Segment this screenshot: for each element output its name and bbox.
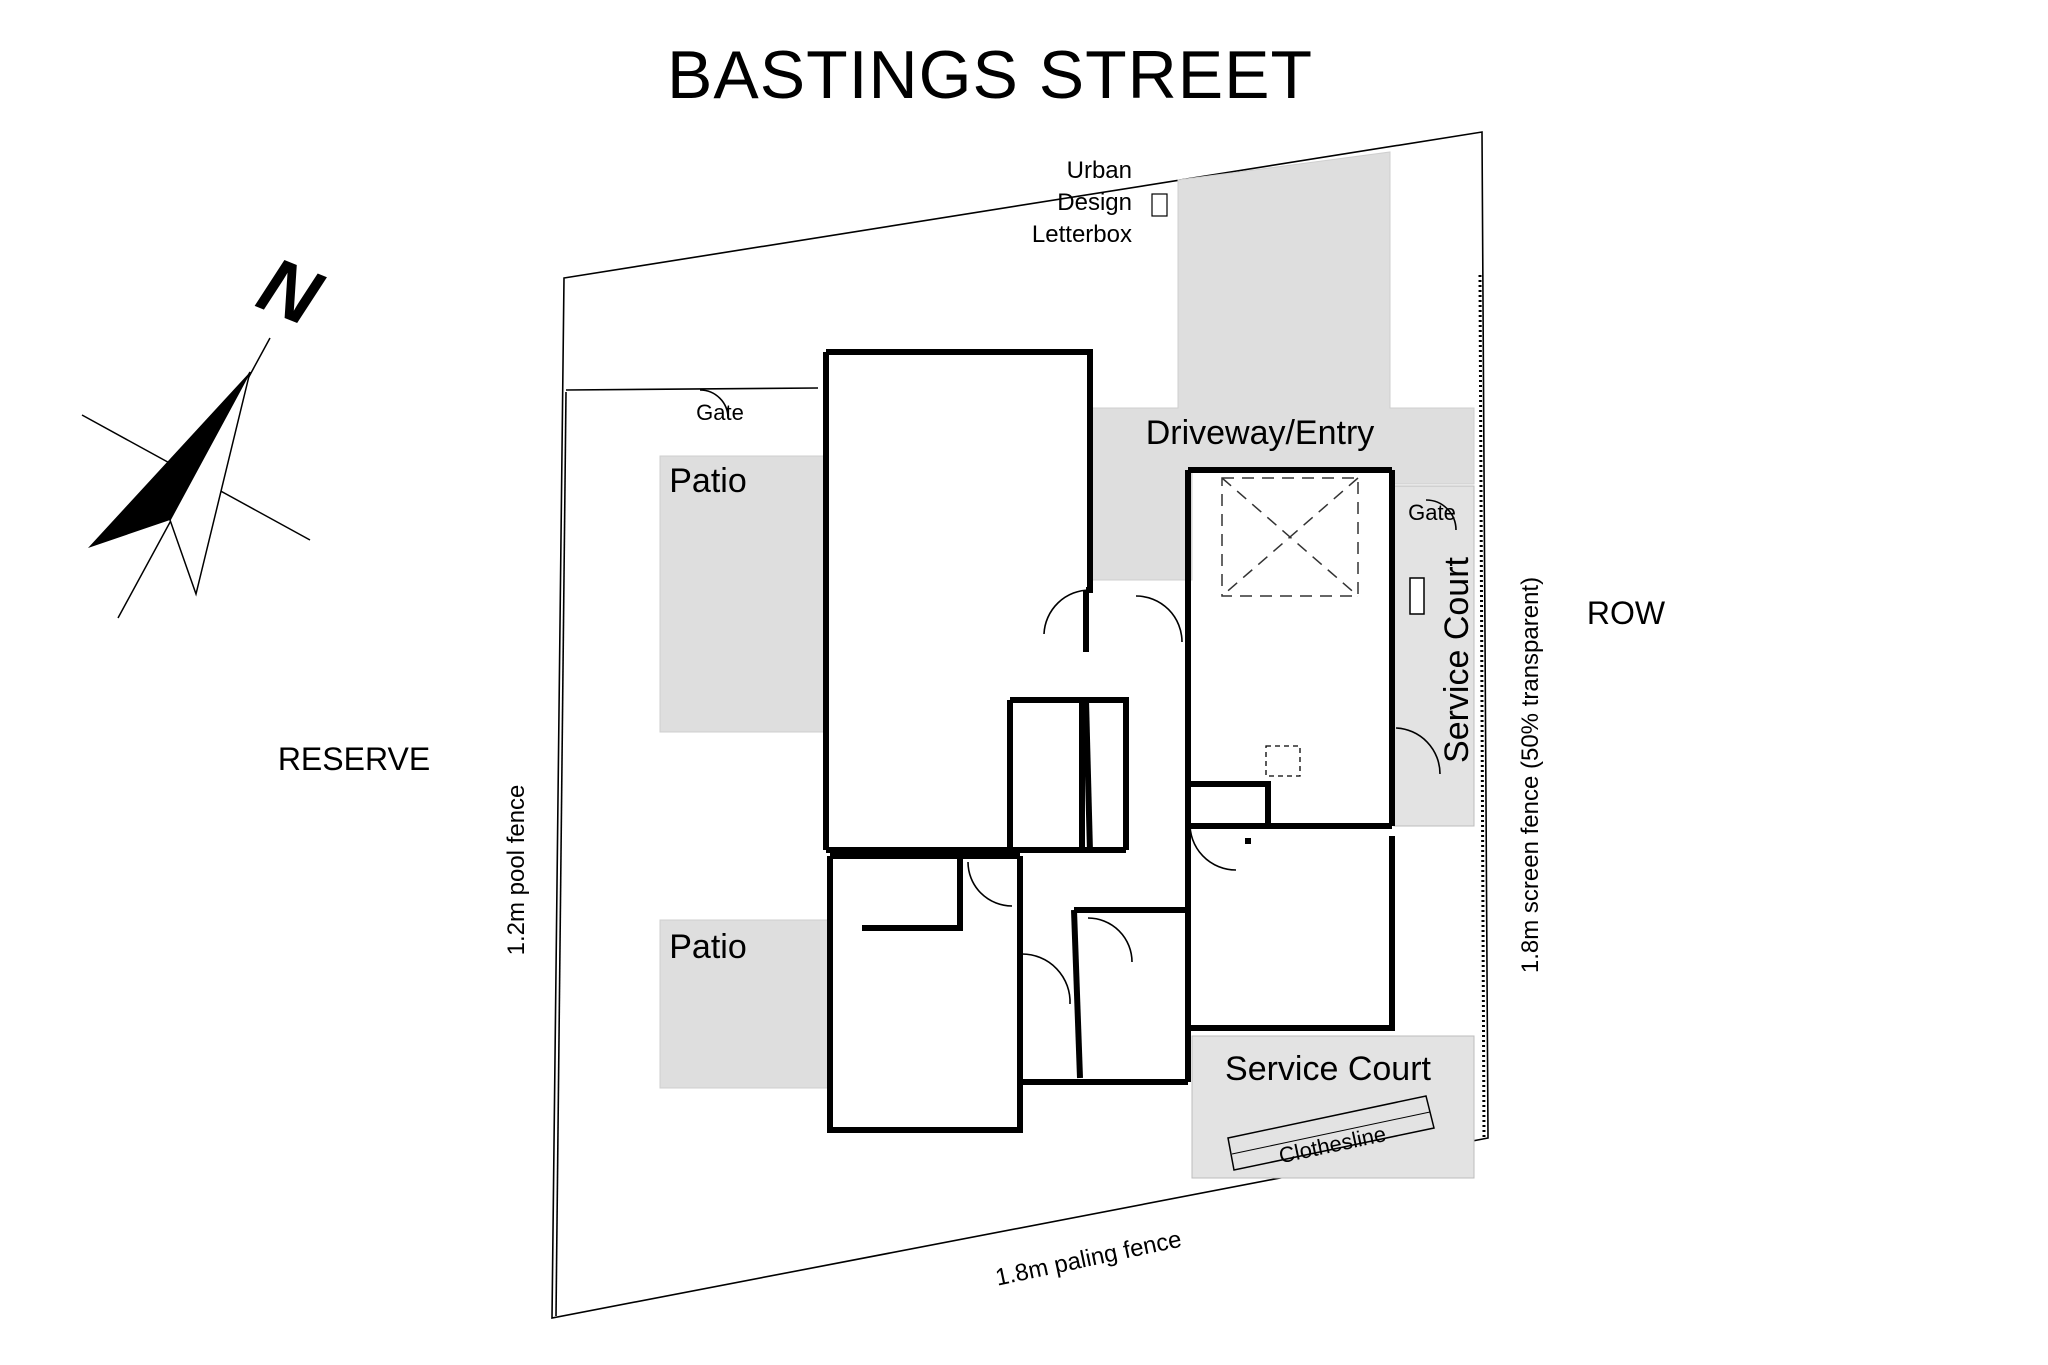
patio-bottom-area bbox=[659, 919, 829, 1089]
service-court-rear-label: Service Court bbox=[1225, 1050, 1432, 1088]
door-swing-5 bbox=[1021, 953, 1071, 1005]
door-swing-1 bbox=[1043, 589, 1091, 635]
letterbox-label-1: Urban bbox=[1067, 157, 1132, 184]
door-swing-2 bbox=[1135, 595, 1183, 643]
gate-left-label: Gate bbox=[696, 400, 744, 425]
driveway-label: Driveway/Entry bbox=[1146, 414, 1375, 452]
patio-bottom-label: Patio bbox=[669, 928, 747, 966]
hws-icon bbox=[1265, 745, 1301, 777]
gate-swing-right bbox=[1425, 499, 1457, 531]
service-court-side-area bbox=[1393, 485, 1475, 827]
door-swing-4 bbox=[1087, 917, 1133, 963]
skylight-icon bbox=[1221, 477, 1359, 597]
screen-fence-line bbox=[1478, 274, 1486, 1139]
pool-fence-line bbox=[555, 391, 567, 1317]
clothesline-icon bbox=[1227, 1095, 1435, 1171]
screen-fence-label: 1.8m screen fence (50% transparent) bbox=[1517, 577, 1544, 973]
street-title: BASTINGS STREET bbox=[667, 37, 1313, 113]
reserve-label: RESERVE bbox=[278, 741, 430, 777]
paling-fence-label: 1.8m paling fence bbox=[993, 1226, 1184, 1292]
service-court-rear-area bbox=[1191, 1035, 1475, 1179]
north-arrow-icon: N bbox=[81, 240, 334, 619]
tank-icon bbox=[1409, 577, 1425, 615]
letterbox-label-3: Letterbox bbox=[1032, 221, 1132, 248]
row-label: ROW bbox=[1587, 595, 1666, 631]
door-swing-6 bbox=[1189, 821, 1237, 871]
pool-fence-label: 1.2m pool fence bbox=[503, 785, 530, 956]
service-court-side-label: Service Court bbox=[1438, 556, 1476, 763]
site-boundary bbox=[551, 131, 1489, 1319]
door-swing-7 bbox=[1395, 727, 1441, 775]
gate-swing-left bbox=[699, 389, 729, 419]
letterbox-icon bbox=[1151, 193, 1168, 217]
patio-top-label: Patio bbox=[669, 462, 747, 500]
patio-top-area bbox=[659, 455, 829, 733]
letterbox-label-2: Design bbox=[1057, 189, 1132, 216]
gate-right-label: Gate bbox=[1408, 500, 1456, 525]
door-swing-3 bbox=[967, 861, 1013, 907]
front-fence-line bbox=[565, 387, 819, 391]
north-label: N bbox=[247, 240, 334, 343]
